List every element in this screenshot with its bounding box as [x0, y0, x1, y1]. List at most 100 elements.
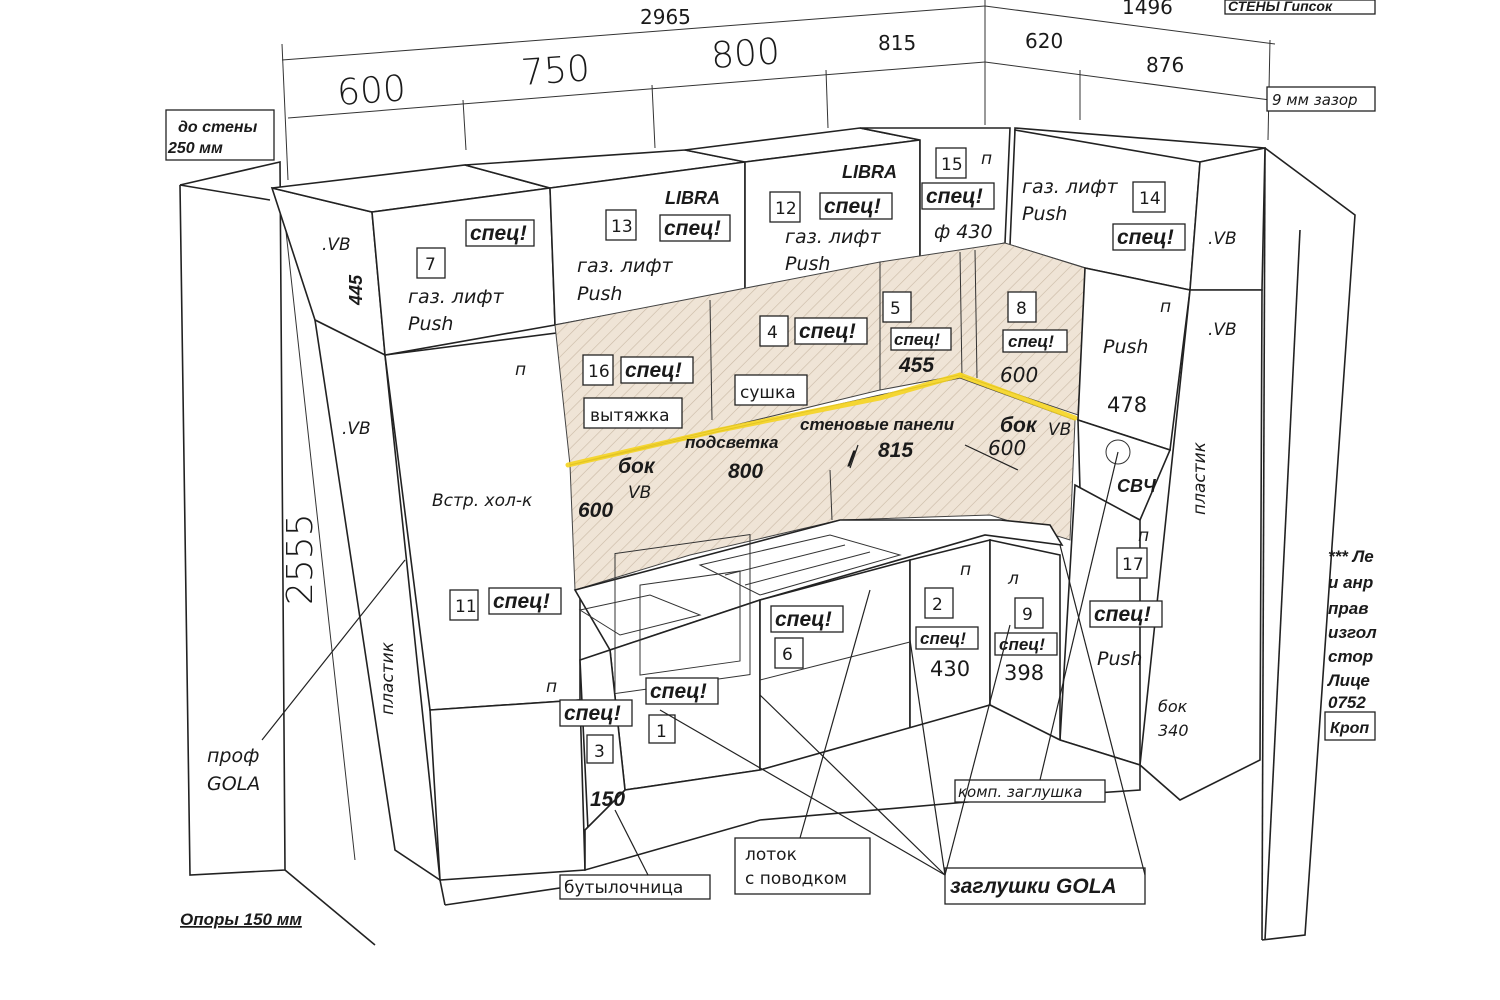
module-13: 13 [611, 217, 633, 237]
dim-445: 445 [346, 274, 366, 306]
fridge-label: Встр. хол-к [432, 491, 533, 511]
comp-cap-label: комп. заглушка [958, 783, 1082, 801]
l-9: л [1007, 569, 1019, 589]
module-17: 17 [1122, 555, 1144, 575]
module-7: 7 [425, 255, 436, 275]
module-8: 8 [1016, 299, 1027, 319]
spec-16: спец! [625, 359, 682, 382]
spec-4: спец! [799, 320, 856, 343]
spec-9: спец! [999, 635, 1045, 654]
backlight-strip-right [957, 372, 1078, 421]
vb-top-left: .VB [322, 235, 351, 255]
value-150: 150 [590, 788, 625, 811]
dim-800: 800 [710, 31, 781, 77]
side-340-line2: 340 [1158, 721, 1189, 740]
spec-14: спец! [1117, 226, 1174, 249]
dim-750: 750 [520, 48, 591, 94]
push-12: Push [785, 253, 830, 275]
p-fridge: п [515, 360, 526, 380]
push-7: Push [408, 313, 453, 335]
spec-7: спец! [470, 222, 527, 245]
gas-lift-14: газ. лифт [1022, 176, 1119, 198]
side-note-1: *** Ле [1328, 547, 1374, 566]
dim-total-right: 1496 [1122, 0, 1173, 19]
dimension-text: 2965 1496 600 750 800 815 620 876 2555 4… [280, 0, 1184, 605]
label-boxes [165, 0, 1376, 905]
module-11: 11 [455, 597, 477, 617]
spec-13: спец! [664, 217, 721, 240]
gas-lift-7: газ. лифт [408, 286, 505, 308]
value-600-panel: 600 [1000, 363, 1038, 387]
vb-left-side: VB [628, 483, 651, 503]
side-note-4: изгол [1328, 623, 1377, 642]
spec-1: спец! [650, 680, 707, 703]
spec-17: спец! [1094, 603, 1151, 626]
value-478: 478 [1107, 393, 1147, 417]
module-numbers: 7 13 12 15 14 16 4 5 8 11 17 2 9 6 1 3 [425, 155, 1161, 762]
gap-note: 9 мм зазор [1272, 91, 1358, 109]
value-600-side: 600 [988, 436, 1026, 460]
prof-label: проф [207, 745, 259, 767]
dryer-label: сушка [740, 383, 796, 403]
spec-labels: спец! спец! спец! спец! спец! спец! спец… [470, 185, 1174, 725]
vb-top-right: .VB [1208, 229, 1237, 249]
value-455: 455 [898, 354, 934, 377]
spec-8: спец! [1008, 332, 1054, 351]
gola-label: GOLA [207, 773, 260, 795]
push-17: Push [1097, 648, 1142, 670]
p-3: п [546, 677, 557, 697]
microwave-label: СВЧ [1117, 476, 1157, 496]
dim-600: 600 [336, 68, 407, 114]
dim-total-left: 2965 [640, 5, 691, 29]
module-16: 16 [588, 362, 610, 382]
tray-label-1: лоток [745, 845, 797, 865]
p-15: п [981, 149, 992, 169]
dim-height: 2555 [280, 513, 321, 605]
libra-12: LIBRA [842, 162, 897, 182]
spec-11: спец! [493, 590, 550, 613]
slash-mark: / [847, 448, 856, 471]
value-430: 430 [930, 657, 970, 681]
bottle-label: бутылочница [564, 878, 683, 898]
wall-panels-label: стеновые панели [800, 415, 955, 434]
libra-13: LIBRA [665, 188, 720, 208]
module-3: 3 [594, 742, 605, 762]
p-right: п [1160, 297, 1171, 317]
side-note-7: 0752 [1328, 693, 1366, 712]
p-2: п [960, 560, 971, 580]
phi-430: ф 430 [934, 221, 993, 243]
side-340-line1: бок [1158, 697, 1188, 716]
vb-mid-left: .VB [342, 419, 371, 439]
spec-12: спец! [824, 195, 881, 218]
note-text: до стены 250 мм 9 мм зазор СТЕНЫ Гипсок … [167, 0, 1377, 929]
side-note-3: прав [1328, 599, 1369, 618]
module-5: 5 [890, 299, 901, 319]
side-note-6: Лице [1326, 671, 1370, 690]
tall-cabinet-left [270, 186, 586, 906]
value-800: 800 [728, 460, 763, 483]
p-17: п [1138, 526, 1149, 546]
spec-2: спец! [920, 629, 966, 648]
module-4: 4 [767, 323, 778, 343]
spec-3: спец! [564, 702, 621, 725]
value-600-left: 600 [578, 499, 613, 522]
gola-caps-label: заглушки GOLA [950, 875, 1117, 898]
dimension-lines [281, 0, 1276, 861]
spec-15: спец! [926, 185, 983, 208]
push-right: Push [1103, 336, 1148, 358]
side-note-2: и анр [1328, 573, 1373, 592]
vb-mid-right: .VB [1208, 320, 1237, 340]
plastic-left: пластик [378, 641, 398, 715]
module-6: 6 [782, 645, 793, 665]
module-12: 12 [775, 199, 797, 219]
module-15: 15 [941, 155, 963, 175]
dim-876: 876 [1146, 53, 1184, 77]
dim-620: 620 [1025, 29, 1063, 53]
gas-lift-13: газ. лифт [577, 255, 674, 277]
value-815: 815 [878, 439, 913, 462]
value-398: 398 [1004, 661, 1044, 685]
backlight-label: подсветка [685, 433, 778, 452]
plastic-right: пластик [1190, 441, 1210, 515]
